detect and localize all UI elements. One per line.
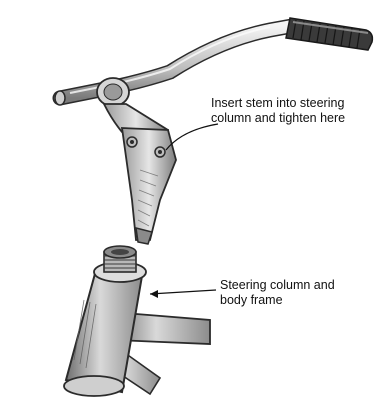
- callout-column-line2: body frame: [220, 293, 335, 308]
- callout-leader-stem: [166, 124, 218, 150]
- handlebar: [55, 26, 292, 105]
- handlebar-stem: [97, 78, 176, 244]
- callout-stem-line2: column and tighten here: [211, 111, 345, 126]
- callout-arrow-column: [150, 290, 216, 298]
- steering-column-frame: [64, 246, 210, 396]
- callout-stem-line1: Insert stem into steering: [211, 96, 345, 111]
- callout-column-text: Steering column and body frame: [220, 278, 335, 308]
- handlebar-grip: [286, 18, 372, 50]
- callout-column-line1: Steering column and: [220, 278, 335, 293]
- callout-stem-text: Insert stem into steering column and tig…: [211, 96, 345, 126]
